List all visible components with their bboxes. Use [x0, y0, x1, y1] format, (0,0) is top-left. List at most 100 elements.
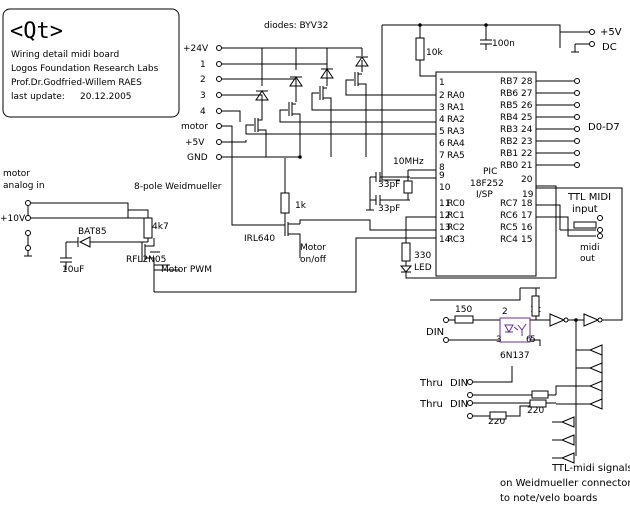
pic-pin-num-right: 15: [521, 235, 532, 245]
led-section: 330 LED: [399, 185, 557, 279]
weidmueller-label: 8-pole Weidmueller: [134, 182, 222, 192]
ttl-midi-label-1: TTL MIDI: [567, 192, 611, 203]
bus-terminal: [574, 90, 580, 96]
opto-label: 6N137: [500, 351, 530, 361]
bus-terminal: [574, 126, 580, 132]
r10k-label: 10k: [426, 48, 443, 58]
pic-pin-name-right: RB5: [500, 101, 518, 111]
title-line-2: Logos Foundation Research Labs: [11, 64, 159, 74]
input-3-label: 3: [200, 91, 206, 101]
pic-pin-name-right: RB1: [500, 149, 518, 159]
bus-terminal: [574, 102, 580, 108]
c33pf-2-label: 33pF: [378, 204, 400, 214]
pic-pin-19: 19: [522, 190, 534, 200]
plus5v-label: +5V: [185, 138, 205, 148]
pic-label-3: I/SP: [476, 190, 493, 200]
motor-analog-section: motor analog in +10V 8-pole Weidmueller …: [0, 169, 436, 293]
pic-pin-num-right: 16: [521, 223, 533, 233]
pic-pin-name-right: RB6: [500, 89, 518, 99]
pic-pin-num-right: 27: [521, 89, 532, 99]
buffer-gate: [588, 380, 603, 392]
pic-pin-name-left: RA1: [447, 103, 465, 113]
motor-pwm-label: Motor PWM: [161, 265, 212, 275]
c1uf-label: 10uF: [62, 265, 84, 275]
pic-label-1: PIC: [483, 167, 497, 177]
buffer-gate: [588, 344, 603, 356]
pic-pin-name-left: RA5: [447, 151, 465, 161]
xtal-label: 10MHz: [393, 157, 424, 167]
motor-onoff-label-1: Motor: [300, 243, 326, 253]
footer-line-3: to note/velo boards: [500, 493, 597, 504]
footer-line-1: TTL-midi signals: [551, 463, 630, 474]
pic-pin-name-left: RC3: [447, 235, 465, 245]
r4k7-label: 4k7: [152, 222, 169, 232]
input-1-label: 1: [200, 60, 206, 70]
pic-pin-num-left: 6: [439, 139, 445, 149]
din-2-label: DIN: [450, 399, 468, 410]
pic-pin-num-right: 21: [521, 161, 532, 171]
ttl-midi-label-2: input: [572, 204, 598, 215]
bus-terminal: [574, 78, 580, 84]
buffer-wiring: [552, 349, 603, 459]
bus-terminal: [574, 150, 580, 156]
update-date: 20.12.2005: [80, 92, 132, 102]
pic-pin-num-left: 12: [439, 211, 450, 221]
thru-2-label: Thru: [419, 399, 443, 410]
title-line-4: last update:: [11, 92, 65, 102]
motor-analog-label-2: analog in: [3, 181, 45, 191]
r220-2-label: 220: [488, 417, 505, 427]
input-4-label: 4: [200, 107, 206, 117]
pic-pin-num-left: 2: [439, 91, 445, 101]
pic-pin-name-left: RC1: [447, 211, 465, 221]
buffer-gate: [560, 434, 575, 446]
bus-terminal: [574, 138, 580, 144]
motor-onoff-section: 1k IRL640 Motor on/off: [244, 158, 436, 265]
ttl-midi-section: TTL MIDI input midi out: [536, 192, 611, 264]
logo-text: <Qt>: [10, 19, 63, 44]
pic-pin-num-left: 5: [439, 127, 445, 137]
pic-pin-num-left: 9: [439, 171, 445, 181]
r330-label: 330: [414, 251, 431, 261]
buffer-gate: [560, 452, 575, 464]
pic-pin-num-right: 20: [521, 175, 533, 185]
pic-pin-name-left: RA0: [447, 91, 465, 101]
din-label: DIN: [426, 327, 444, 338]
driver-wiring: [221, 47, 436, 226]
pic-pin-name-right: RB4: [500, 113, 518, 123]
motor-analog-label-1: motor: [3, 169, 30, 179]
pic-pin-name-right: RC7: [500, 199, 518, 209]
thru-din-section: Thru DIN Thru DIN 220 220: [419, 366, 556, 427]
pic-pin-name-left: RC2: [447, 223, 465, 233]
midi-out-label-1: midi: [580, 243, 599, 253]
midi-out-label-2: out: [580, 254, 595, 264]
pic-pin-name-left: RC0: [447, 199, 465, 209]
plus10v-label: +10V: [0, 214, 26, 224]
buffer-gate: [560, 416, 575, 428]
d0-d7-label: D0-D7: [588, 122, 620, 133]
din-opto-section: DIN 150 1k 6N137 2 3 5 6: [426, 187, 623, 456]
input-2-label: 2: [200, 75, 206, 85]
r1k-label: 1k: [295, 201, 307, 211]
pic-pin-num-right: 28: [521, 77, 533, 87]
pic-pin-name-left: RA3: [447, 127, 465, 137]
pic-pin-num-right: 23: [521, 137, 532, 147]
dc-label: DC: [602, 42, 617, 53]
motor-onoff-label-2: on/off: [300, 255, 327, 265]
pic-pin-name-right: RC4: [500, 235, 518, 245]
c33pf-1-label: 33pF: [378, 180, 400, 190]
pic-pin-num-left: 4: [439, 115, 445, 125]
gnd-label: GND: [187, 153, 208, 163]
crystal-section: 10MHz 33pF 33pF: [366, 157, 436, 214]
din-1-label: DIN: [450, 378, 468, 389]
thru-1-label: Thru: [419, 378, 443, 389]
pic-pin-num-left: 3: [439, 103, 445, 113]
connector-terminals: [216, 45, 222, 160]
rfl2n05-label: RFL2N05: [126, 255, 166, 265]
plus24v-label: +24V: [183, 44, 209, 54]
led-label: LED: [414, 263, 432, 273]
pic-pin-num-left: 10: [439, 183, 451, 193]
pic-pin-num-left: 11: [439, 199, 450, 209]
r150-label: 150: [455, 305, 472, 315]
pic-pin-name-right: RC5: [500, 223, 518, 233]
